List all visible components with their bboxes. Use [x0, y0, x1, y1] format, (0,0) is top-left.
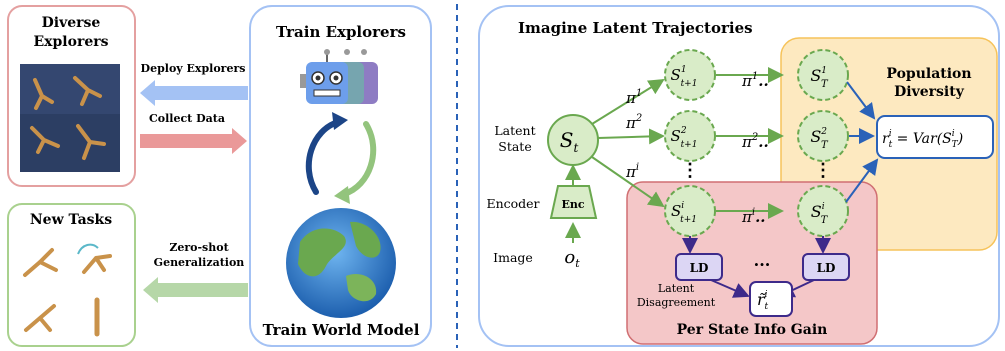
- latent-state-label-line1: Latent: [494, 123, 535, 138]
- train-explorers-title: Train Explorers: [276, 23, 406, 41]
- globe-icon: [286, 208, 396, 318]
- deploy-explorers-arrow: Deploy Explorers: [140, 62, 248, 106]
- collect-data-arrow: Collect Data: [140, 112, 247, 154]
- new-tasks-box: New Tasks: [7, 203, 136, 347]
- population-diversity-label-line2: Diversity: [894, 84, 965, 100]
- latent-state-node: St: [547, 114, 599, 166]
- explorers-image: [20, 64, 120, 172]
- deploy-explorers-label: Deploy Explorers: [141, 62, 246, 75]
- ld-box-left-label: LD: [690, 261, 709, 275]
- train-world-model-title: Train World Model: [263, 321, 420, 339]
- ld-box-right-label: LD: [817, 261, 836, 275]
- latent-disagreement-label-line2: Disagreement: [637, 296, 716, 309]
- traj-label-2: π2..: [741, 132, 769, 151]
- ld-box-left: LD: [675, 253, 723, 281]
- svg-text:S2T: S2T: [810, 127, 829, 151]
- cycle-arrows-icon: [305, 112, 377, 204]
- zero-shot-arrow: Zero-shot Generalization: [143, 241, 248, 303]
- encoder-block-label: Enc: [561, 198, 584, 211]
- diverse-explorers-title-line1: Diverse: [42, 15, 101, 31]
- collect-data-label: Collect Data: [149, 112, 225, 125]
- robot-icon: [300, 49, 378, 104]
- traj-label-i: πi..: [741, 207, 766, 226]
- imagine-panel-title: Imagine Latent Trajectories: [518, 19, 753, 37]
- arrow-ld-left-to-gain: [710, 279, 750, 298]
- vertical-ellipsis-1: ⋮: [681, 160, 699, 181]
- arrow-ST1-to-reward: [846, 81, 876, 120]
- encoder-label: Encoder: [486, 196, 539, 211]
- ld-ellipsis: ...: [754, 251, 771, 270]
- arrow-STi-to-reward: [845, 158, 879, 203]
- encoder-block: Enc: [549, 185, 598, 219]
- ld-box-right: LD: [802, 253, 850, 281]
- policy-label-pii: πi: [625, 162, 639, 181]
- imagine-panel: Imagine Latent Trajectories Population D…: [478, 5, 1000, 347]
- edge-pii: [591, 156, 665, 208]
- latent-disagreement-label-line1: Latent: [658, 282, 695, 295]
- diverse-explorers-box: Diverse Explorers: [7, 5, 136, 187]
- zero-shot-label-line2: Generalization: [154, 256, 245, 269]
- edge-pi2: [597, 128, 665, 145]
- edge-pi1: [591, 78, 665, 125]
- diverse-explorers-title-line2: Explorers: [33, 34, 108, 50]
- svg-text:S1T: S1T: [810, 66, 829, 90]
- new-tasks-image: [23, 243, 112, 337]
- traj-label-1: π1..: [741, 71, 769, 90]
- latent-state-label-line2: State: [498, 139, 531, 154]
- zero-shot-label-line1: Zero-shot: [169, 241, 229, 254]
- training-loop-box: Train Explorers: [249, 5, 432, 347]
- population-diversity-label-line1: Population: [886, 66, 971, 82]
- vertical-ellipsis-2: ⋮: [814, 160, 832, 181]
- image-label: Image: [493, 250, 533, 265]
- new-tasks-title: New Tasks: [30, 212, 112, 228]
- svg-text:SiT: SiT: [811, 202, 829, 226]
- per-state-info-gain-label: Per State Info Gain: [677, 322, 828, 338]
